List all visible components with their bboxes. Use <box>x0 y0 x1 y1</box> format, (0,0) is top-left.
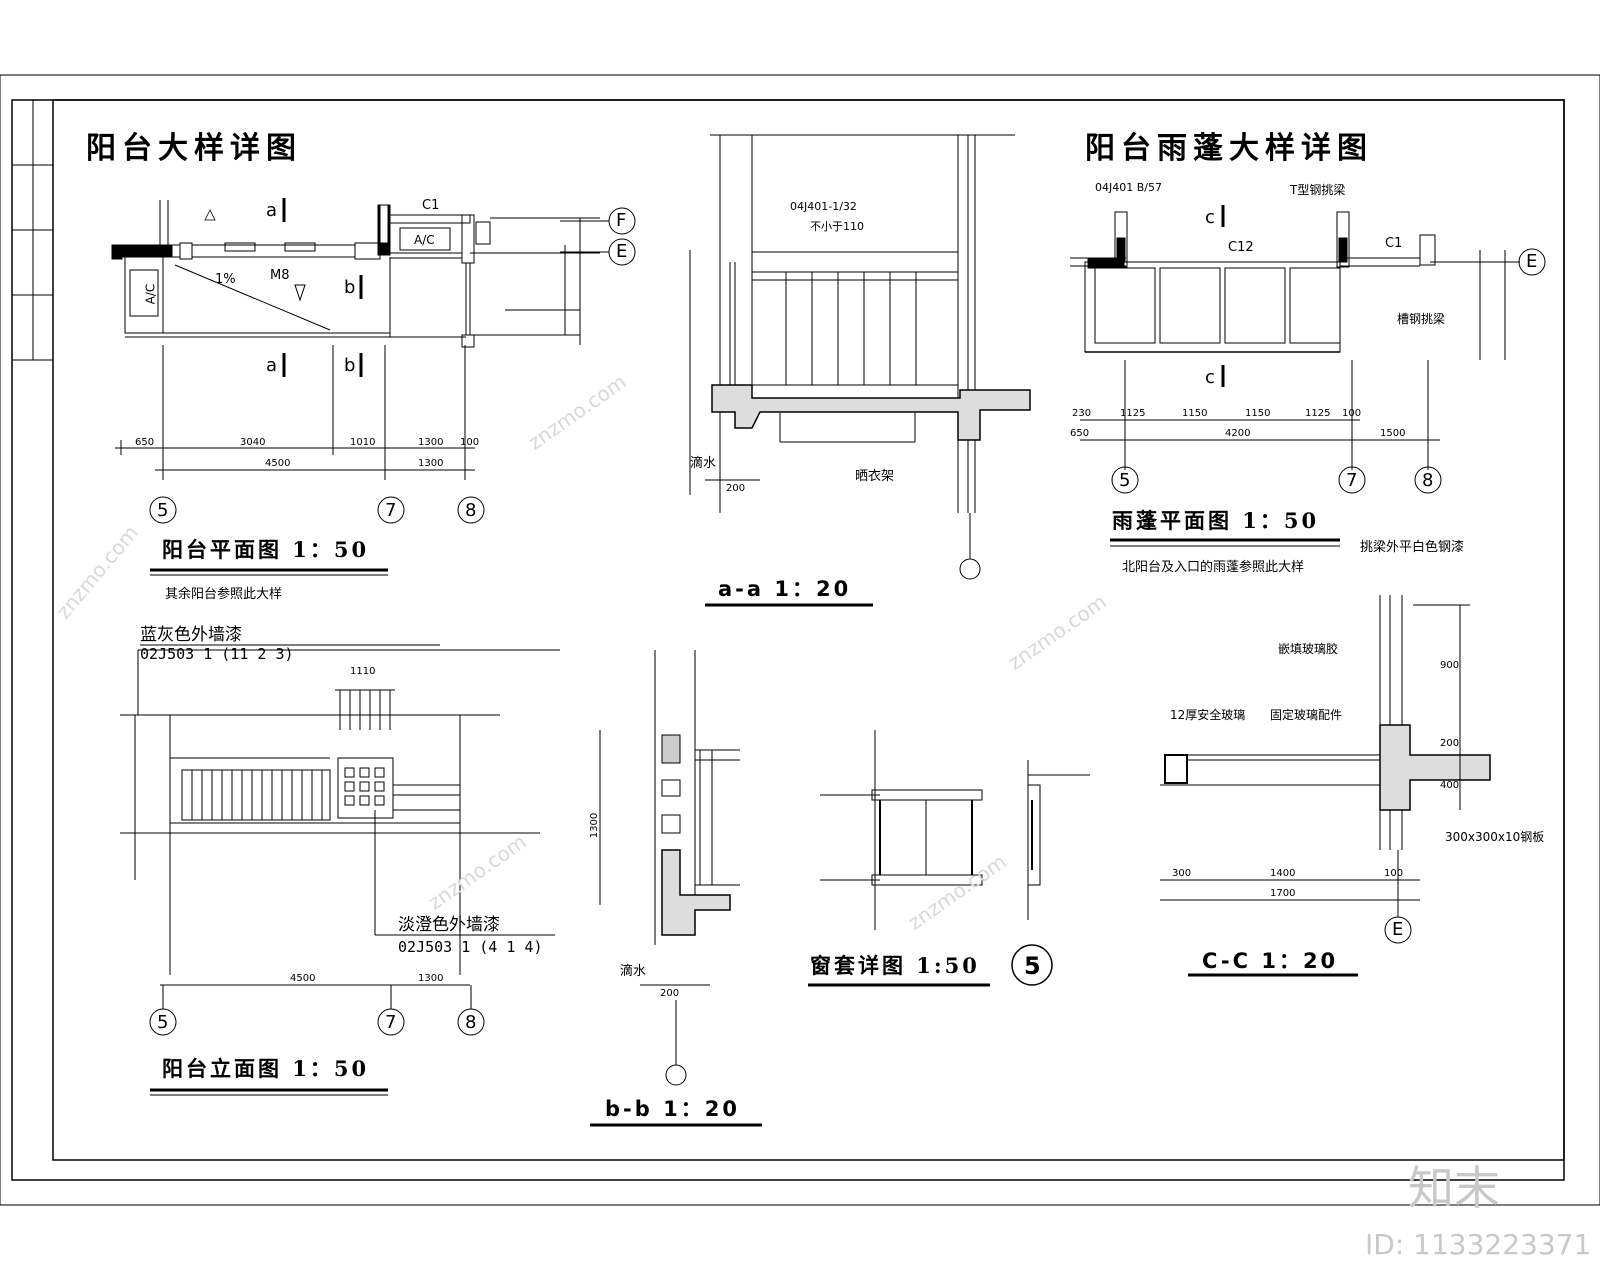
dim-cc-100: 100 <box>1384 868 1404 879</box>
axis-8-elev: 8 <box>465 1012 477 1033</box>
canopy-plan-title: 雨蓬平面图 1：50 <box>1112 508 1320 533</box>
slope-label: 1% <box>215 272 236 287</box>
dim-cc-400: 400 <box>1440 780 1460 791</box>
balcony-elevation-title: 阳台立面图 1：50 <box>162 1056 370 1081</box>
axis-5-canopy: 5 <box>1119 470 1131 491</box>
dim-plan-1300: 1300 <box>418 437 444 448</box>
watermark-brand: 知末 <box>1408 1161 1500 1215</box>
section-mark-c-bottom: c <box>1205 367 1215 388</box>
section-b-b-title: b-b 1：20 <box>605 1097 740 1121</box>
drip-note-aa: 滴水 <box>690 456 717 471</box>
window-detail-drawing <box>808 730 1090 987</box>
dim-canopy-1125a: 1125 <box>1120 408 1146 419</box>
dim-aa-200: 200 <box>726 483 746 494</box>
canopy-plan-note2: 北阳台及入口的雨蓬参照此大样 <box>1122 560 1305 575</box>
dim-cc-1400: 1400 <box>1270 868 1296 879</box>
axis-5-plan: 5 <box>157 500 169 521</box>
dim-elev-4500: 4500 <box>290 973 316 984</box>
paint-orange-ref: 02J503 1 (4 1 4) <box>398 938 543 956</box>
dim-plan-4500: 4500 <box>265 458 291 469</box>
canopy-detail-title: 阳台雨蓬大样详图 <box>1085 131 1373 166</box>
inner-border <box>52 99 1565 1161</box>
paint-blue-note: 蓝灰色外墙漆 <box>140 625 242 645</box>
watermark-id: ID: 1133223371 <box>1365 1228 1592 1261</box>
channel-beam-note: 槽钢挑梁 <box>1397 312 1446 326</box>
dim-cc-300: 300 <box>1172 868 1192 879</box>
outer-frame <box>0 74 1600 1206</box>
axis-8-canopy: 8 <box>1422 470 1434 491</box>
dim-cc-200: 200 <box>1440 738 1460 749</box>
drip-note-bb: 滴水 <box>620 964 647 979</box>
dim-plan-100: 100 <box>460 437 480 448</box>
section-mark-c-top: c <box>1205 207 1215 228</box>
dim-canopy-650: 650 <box>1070 428 1090 439</box>
dim-canopy-100: 100 <box>1342 408 1362 419</box>
axis-7-canopy: 7 <box>1346 470 1358 491</box>
dim-canopy-4200: 4200 <box>1225 428 1251 439</box>
c1-label: C1 <box>422 198 440 213</box>
m8-label: M8 <box>270 268 290 283</box>
c1-label-canopy: C1 <box>1385 236 1403 251</box>
t-beam-note: T型钢挑梁 <box>1290 183 1346 197</box>
ac-label: A/C <box>414 233 435 247</box>
axis-f: F <box>616 210 627 231</box>
canopy-plan-note1: 挑梁外平白色钢漆 <box>1360 540 1465 555</box>
dim-canopy-1125b: 1125 <box>1305 408 1331 419</box>
dim-canopy-1150b: 1150 <box>1245 408 1271 419</box>
ac-label-vertical: A/C <box>143 283 158 305</box>
section-b-b-drawing <box>590 650 762 1127</box>
dim-canopy-1150a: 1150 <box>1182 408 1208 419</box>
section-a-a-drawing <box>689 134 1031 607</box>
balcony-elevation <box>120 644 560 1096</box>
axis-7-elev: 7 <box>385 1012 397 1033</box>
dim-elev-1110: 1110 <box>350 666 376 677</box>
section-c-c-drawing <box>1160 595 1491 977</box>
window-detail-number: 5 <box>1024 952 1041 980</box>
paint-blue-ref: 02J503 1 (11 2 3) <box>140 645 294 663</box>
dim-canopy-230: 230 <box>1072 408 1092 419</box>
seal-note: 嵌填玻璃胶 <box>1278 642 1339 656</box>
balcony-plan <box>111 198 636 576</box>
axis-8-plan: 8 <box>465 500 477 521</box>
section-mark-a-top: a <box>266 200 278 221</box>
dim-bb-1300: 1300 <box>589 812 601 839</box>
dim-elev-1300: 1300 <box>418 973 444 984</box>
balcony-detail-title: 阳台大样详图 <box>86 131 302 166</box>
balcony-plan-title: 阳台平面图 1：50 <box>162 537 370 562</box>
dim-cc-1700: 1700 <box>1270 888 1296 899</box>
drying-rack-note: 晒衣架 <box>855 469 895 484</box>
glass-note: 12厚安全玻璃 <box>1170 708 1246 722</box>
axis-7-plan: 7 <box>385 500 397 521</box>
rail-ref-note: 04J401-1/32 <box>790 200 857 213</box>
section-mark-a-bottom: a <box>266 355 278 376</box>
dim-plan-650: 650 <box>135 437 155 448</box>
paint-orange-note: 淡澄色外墙漆 <box>398 915 500 935</box>
balcony-plan-note: 其余阳台参照此大样 <box>165 587 283 602</box>
canopy-plan <box>1070 205 1546 547</box>
rail-height-note: 不小于110 <box>810 220 864 233</box>
dim-plan-total-1300: 1300 <box>418 458 444 469</box>
section-mark-b-bottom: b <box>344 355 356 376</box>
window-detail-title: 窗套详图 1:50 <box>810 953 980 978</box>
dim-bb-200: 200 <box>660 988 680 999</box>
dim-plan-1010: 1010 <box>350 437 376 448</box>
axis-5-elev: 5 <box>157 1012 169 1033</box>
dim-cc-900: 900 <box>1440 660 1460 671</box>
canopy-ref-note: 04J401 B/57 <box>1095 181 1162 194</box>
axis-e-canopy: E <box>1526 251 1538 272</box>
axis-e-cc: E <box>1392 919 1404 940</box>
section-c-c-title: C-C 1：20 <box>1202 949 1339 973</box>
steel-plate-note: 300x300x10钢板 <box>1445 830 1545 844</box>
section-a-a-title: a-a 1：20 <box>718 577 852 601</box>
dim-canopy-1500: 1500 <box>1380 428 1406 439</box>
section-mark-b-top: b <box>344 277 356 298</box>
axis-e-plan: E <box>616 241 628 262</box>
dim-plan-3040: 3040 <box>240 437 266 448</box>
glass-fitting-note: 固定玻璃配件 <box>1270 708 1343 722</box>
c12-label: C12 <box>1228 240 1254 255</box>
